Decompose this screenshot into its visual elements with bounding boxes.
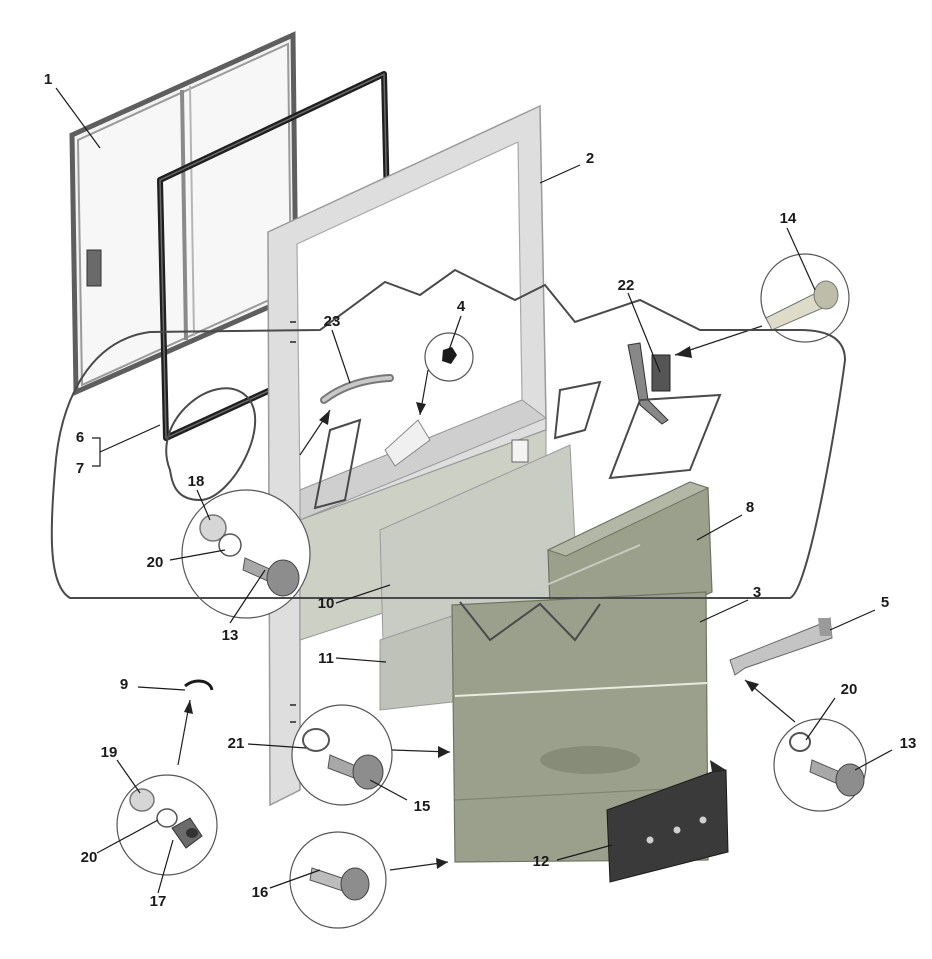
callout-13-upper: 13 xyxy=(222,627,239,644)
callout-12: 12 xyxy=(533,853,550,870)
callout-13-right: 13 xyxy=(900,735,917,752)
part-bracket xyxy=(729,617,833,676)
callout-19: 19 xyxy=(101,744,118,761)
leader-lines xyxy=(55,87,893,894)
callout-22: 22 xyxy=(618,277,635,294)
callout-9: 9 xyxy=(120,676,128,693)
part-insulation xyxy=(379,444,579,711)
part-lower-trim xyxy=(451,591,709,863)
callout-11: 11 xyxy=(318,650,334,667)
callout-10: 10 xyxy=(318,595,335,612)
callout-labels: 1 2 3 4 5 6 7 8 9 10 11 12 13 13 13 14 1… xyxy=(44,71,917,910)
callout-21: 21 xyxy=(228,735,245,752)
callout-20-right: 20 xyxy=(841,681,858,698)
part-lock-bracket xyxy=(627,342,671,425)
callout-20-upper: 20 xyxy=(147,554,164,571)
callout-5: 5 xyxy=(881,594,889,611)
callout-7: 7 xyxy=(76,460,84,477)
callout-16: 16 xyxy=(252,884,269,901)
callout-3: 3 xyxy=(753,584,761,601)
part-kick-plate xyxy=(606,760,729,883)
callout-6: 6 xyxy=(76,429,84,446)
callout-1: 1 xyxy=(44,71,52,88)
callout-20-lower: 20 xyxy=(81,849,98,866)
part-window-glass xyxy=(69,31,299,396)
assembly-arrows xyxy=(177,325,796,871)
callout-15: 15 xyxy=(414,798,431,815)
callout-17: 17 xyxy=(150,893,167,910)
callout-23: 23 xyxy=(324,313,341,330)
part-handle xyxy=(320,374,394,404)
callout-4: 4 xyxy=(457,298,466,315)
callout-2: 2 xyxy=(586,150,594,167)
callout-14: 14 xyxy=(780,210,797,227)
callout-8: 8 xyxy=(746,499,754,516)
watermark-outline xyxy=(50,268,847,642)
detail-circles xyxy=(116,253,867,929)
callout-18: 18 xyxy=(188,473,205,490)
